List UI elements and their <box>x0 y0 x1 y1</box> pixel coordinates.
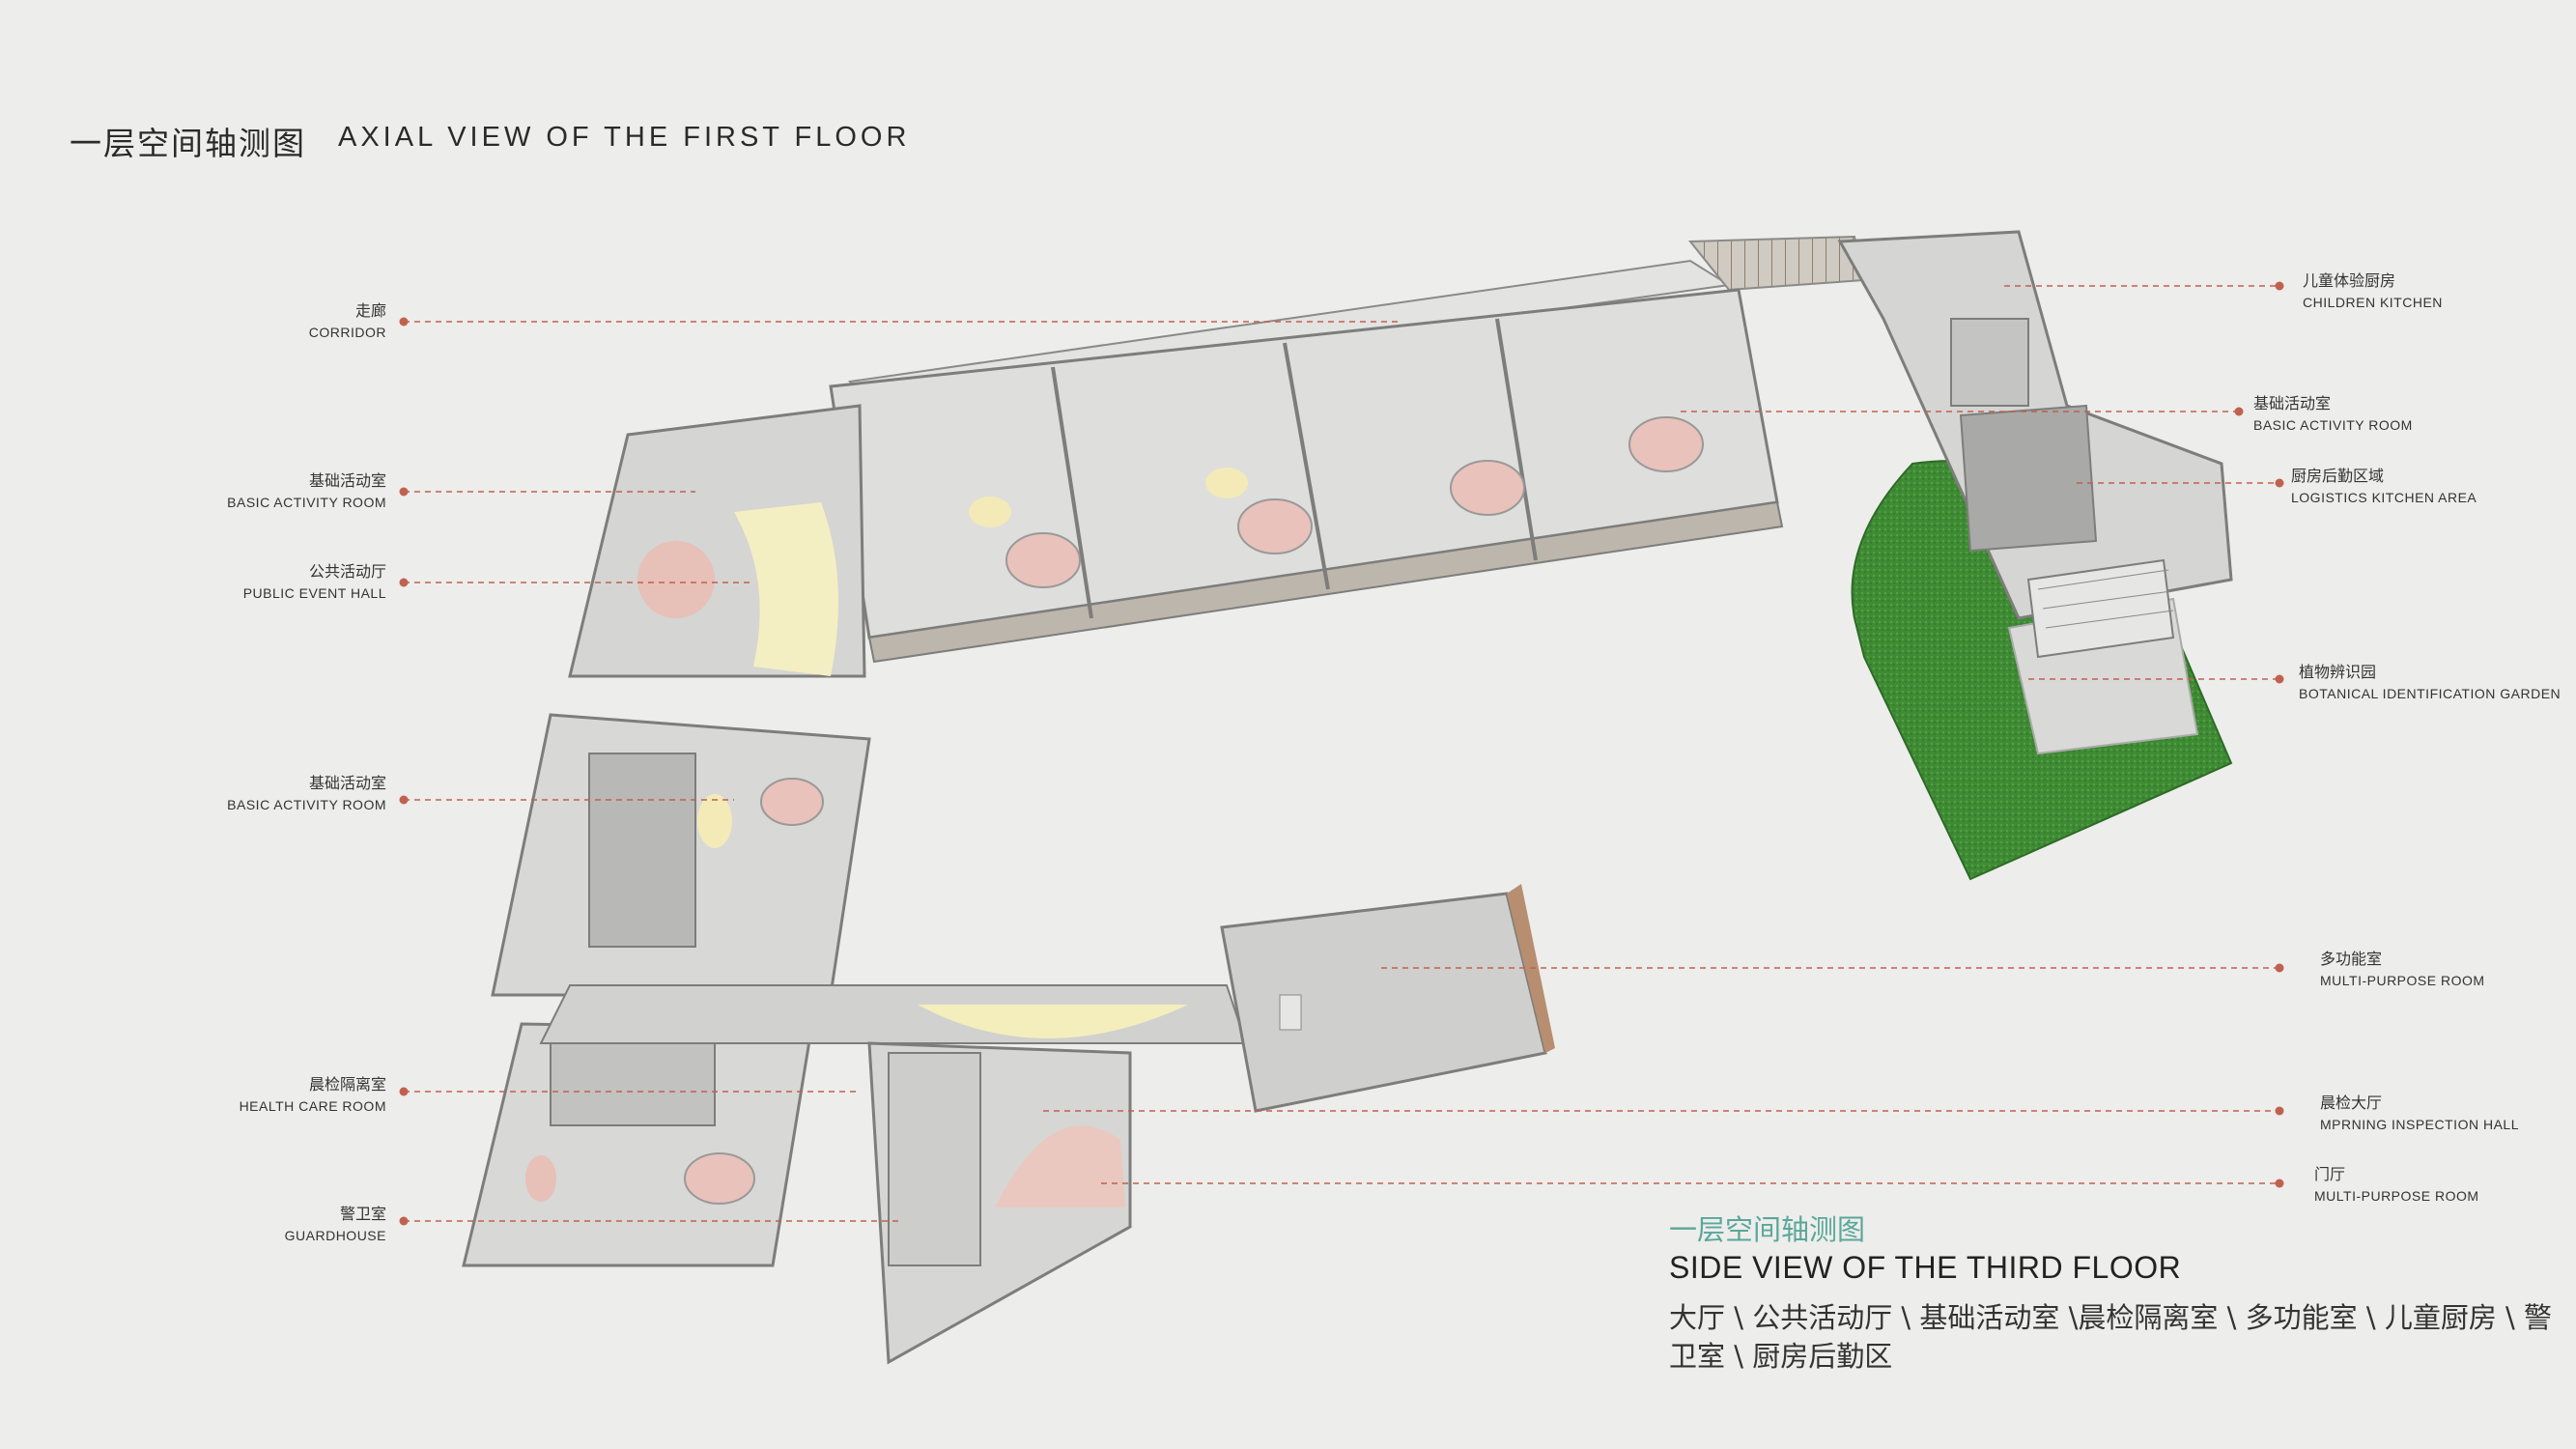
page-title-zh: 一层空间轴测图 <box>70 125 306 162</box>
kitchen-wing <box>1837 230 2233 659</box>
leader-dots-right <box>2234 281 2284 1188</box>
footer-subtitle-zh: 一层空间轴测图 <box>1669 1213 1866 1246</box>
link-corridor <box>539 984 1248 1044</box>
bottom-left-wing <box>462 1022 813 1267</box>
leader-dots-left <box>399 317 409 1226</box>
left-wing-rooms <box>491 404 871 997</box>
leader-lines-right <box>1043 285 2279 1184</box>
morning-inspection-hall <box>867 1041 1132 1365</box>
multi-purpose-room <box>1220 884 1555 1113</box>
top-wing-rooms <box>829 288 1784 664</box>
footer-subtitle-en: SIDE VIEW OF THE THIRD FLOOR <box>1669 1250 2182 1285</box>
footer-room-list: 大厅 \ 公共活动厅 \ 基础活动室 \晨检隔离室 \ 多功能室 \ 儿童厨房 … <box>1669 1301 2553 1373</box>
page-title-en: AXIAL VIEW OF THE FIRST FLOOR <box>338 122 911 153</box>
leader-lines-left <box>404 321 1401 1222</box>
